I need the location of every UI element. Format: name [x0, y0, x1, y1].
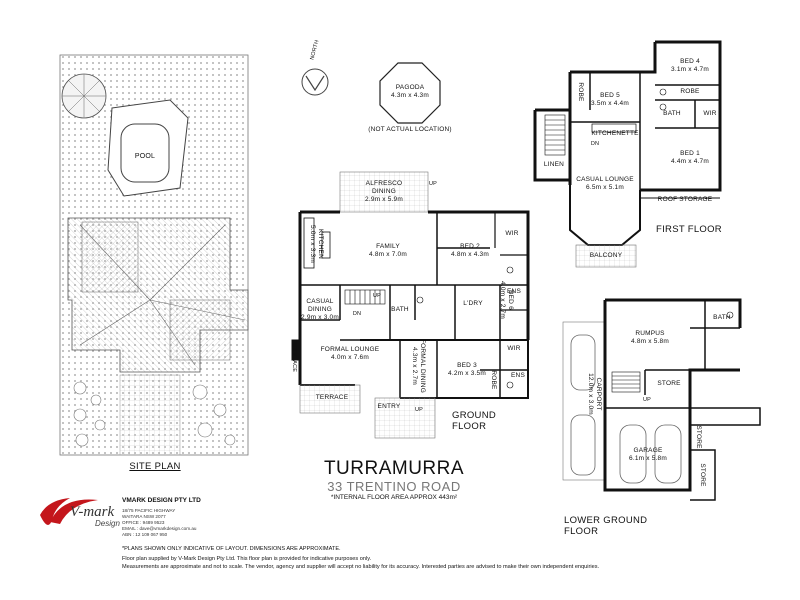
room-name-kitchen: KITCHEN	[317, 229, 324, 259]
room-name-bath-first: BATH	[663, 110, 681, 117]
room-name2-alfresco: DINING	[372, 188, 396, 195]
room-name-casual: CASUAL	[306, 298, 334, 305]
north-arrow	[301, 68, 329, 96]
room-name-casual-lounge: CASUAL LOUNGE	[576, 176, 634, 183]
room-name-wir-first: WIR	[703, 110, 717, 117]
pagoda-name: PAGODA	[395, 84, 425, 91]
room-name-rumpus: RUMPUS	[635, 330, 665, 337]
disclaimer-line-1: *PLANS SHOWN ONLY INDICATIVE OF LAYOUT. …	[122, 546, 341, 552]
room-name-terrace: TERRACE	[315, 394, 349, 401]
up-label-alfresco: UP	[428, 181, 438, 187]
room-name-bath-lower: BATH	[713, 314, 731, 321]
room-name-wir-ground-1: WIR	[505, 230, 519, 237]
vmark-logo-mark	[40, 498, 98, 525]
room-name-bed3: BED 3	[457, 362, 477, 369]
disclaimer-line-3: Measurements are approximate and not to …	[122, 564, 600, 570]
company-address-2: WAITARA NSW 2077	[122, 514, 166, 519]
up-label-stair: UP	[372, 293, 382, 299]
pagoda-outline	[379, 62, 441, 124]
room-name-store-lower-1: STORE	[657, 380, 681, 387]
first-floor-caption: FIRST FLOOR	[656, 224, 722, 235]
room-name-formal-lounge: FORMAL LOUNGE	[320, 346, 380, 353]
address-subtitle: 33 TRENTINO ROAD	[327, 479, 461, 494]
first-floor-plan	[533, 40, 722, 268]
room-name-robe-first-1: ROBE	[577, 82, 584, 102]
room-size-carport: 12.0m x 3.0m	[587, 373, 594, 415]
room-name-laundry: L'DRY	[463, 300, 483, 307]
room-name-bed2: BED 2	[460, 243, 480, 250]
logo-subtext: Design	[95, 519, 120, 528]
room-size-bed1: 4.4m x 4.7m	[671, 158, 709, 165]
room-name-fireplace: FIREPLACE	[291, 339, 297, 373]
room-name-ens-ground-1: ENS	[507, 288, 521, 295]
room-size-casual-lounge: 6.5m x 5.1m	[586, 184, 624, 191]
room-name-wir-ground-2: WIR	[507, 345, 521, 352]
room-name-entry: ENTRY	[377, 403, 401, 410]
room-name-linen: LINEN	[543, 161, 565, 168]
pagoda-size: 4.3m x 4.3m	[391, 92, 429, 99]
room-name2-casual: DINING	[308, 306, 332, 313]
room-size-formal-lounge: 4.0m x 7.6m	[331, 354, 369, 361]
room-name-store-lower-2: STORE	[695, 425, 702, 449]
room-size-casual: 2.9m x 3.0m	[301, 314, 339, 321]
room-size-family: 4.8m x 7.0m	[369, 251, 407, 258]
room-size-garage: 6.1m x 5.8m	[629, 455, 667, 462]
dn-label-first: DN	[590, 141, 600, 147]
up-label-entry: UP	[414, 407, 424, 413]
company-office: OFFICE : 9489 9523	[122, 520, 165, 525]
room-name-balcony: BALCONY	[589, 252, 623, 259]
room-name-bath-ground: BATH	[391, 306, 409, 313]
disclaimer-line-2: Floor plan supplied by V-Mark Design Pty…	[122, 556, 372, 562]
room-size-bed6: 4.0m x 2.7m	[499, 281, 506, 319]
site-plan-caption: SITE PLAN	[129, 461, 181, 472]
suburb-title: TURRAMURRA	[323, 458, 465, 479]
room-size-bed3: 4.2m x 3.5m	[448, 370, 486, 377]
room-name-bed4: BED 4	[680, 58, 700, 65]
pool-label: POOL	[134, 153, 156, 160]
logo-text: V-mark	[70, 504, 115, 520]
room-name-carport: CARPORT	[595, 377, 602, 411]
up-label-lower: UP	[642, 397, 652, 403]
room-name-robe-first-2: ROBE	[680, 88, 700, 95]
room-name-roof-storage: ROOF STORAGE	[657, 196, 713, 203]
room-name-bed5: BED 5	[600, 92, 620, 99]
company-address-1: 18/75 PACIFIC HIGHWAY	[122, 508, 176, 513]
room-size-kitchen: 5.0m x 3.3m	[309, 225, 316, 263]
room-size-rumpus: 4.8m x 5.8m	[631, 338, 669, 345]
room-name-store-lower-3: STORE	[699, 463, 706, 487]
room-size-bed4: 3.1m x 4.7m	[671, 66, 709, 73]
company-abn: ABN : 12 109 067 950	[122, 532, 168, 537]
room-size-formal-dining: 4.3m x 2.7m	[411, 347, 418, 385]
site-plan	[59, 54, 249, 456]
lower-ground-floor-caption: LOWER GROUND FLOOR	[564, 515, 648, 537]
room-name-alfresco: ALFRESCO	[365, 180, 403, 187]
company-email: EMAIL : dave@vmarkdesign.com.au	[122, 526, 197, 531]
ground-floor-caption: GROUND FLOOR	[452, 410, 497, 432]
room-name-robe-ground: ROBE	[490, 370, 497, 390]
room-name-family: FAMILY	[376, 243, 400, 250]
dn-label-stair: DN	[352, 311, 362, 317]
pagoda-note: (NOT ACTUAL LOCATION)	[368, 126, 452, 133]
ground-floor-plan	[291, 171, 530, 439]
internal-area-note: *INTERNAL FLOOR AREA APPROX 443m²	[330, 494, 458, 501]
room-name-formal-dining: FORMAL DINING	[419, 338, 426, 393]
room-name-bed1: BED 1	[680, 150, 700, 157]
room-name-kitchenette: KITCHENETTE	[591, 130, 639, 137]
company-name: VMARK DESIGN PTY LTD	[122, 497, 201, 504]
room-size-alfresco: 2.9m x 5.9m	[365, 196, 403, 203]
room-size-bed2: 4.8m x 4.3m	[451, 251, 489, 258]
lower-ground-floor-plan	[562, 298, 761, 501]
room-size-bed5: 3.5m x 4.4m	[591, 100, 629, 107]
room-name-ens-ground-2: ENS	[511, 372, 525, 379]
room-name-bed6: BED 6	[507, 290, 514, 310]
room-name-garage: GARAGE	[633, 447, 663, 454]
